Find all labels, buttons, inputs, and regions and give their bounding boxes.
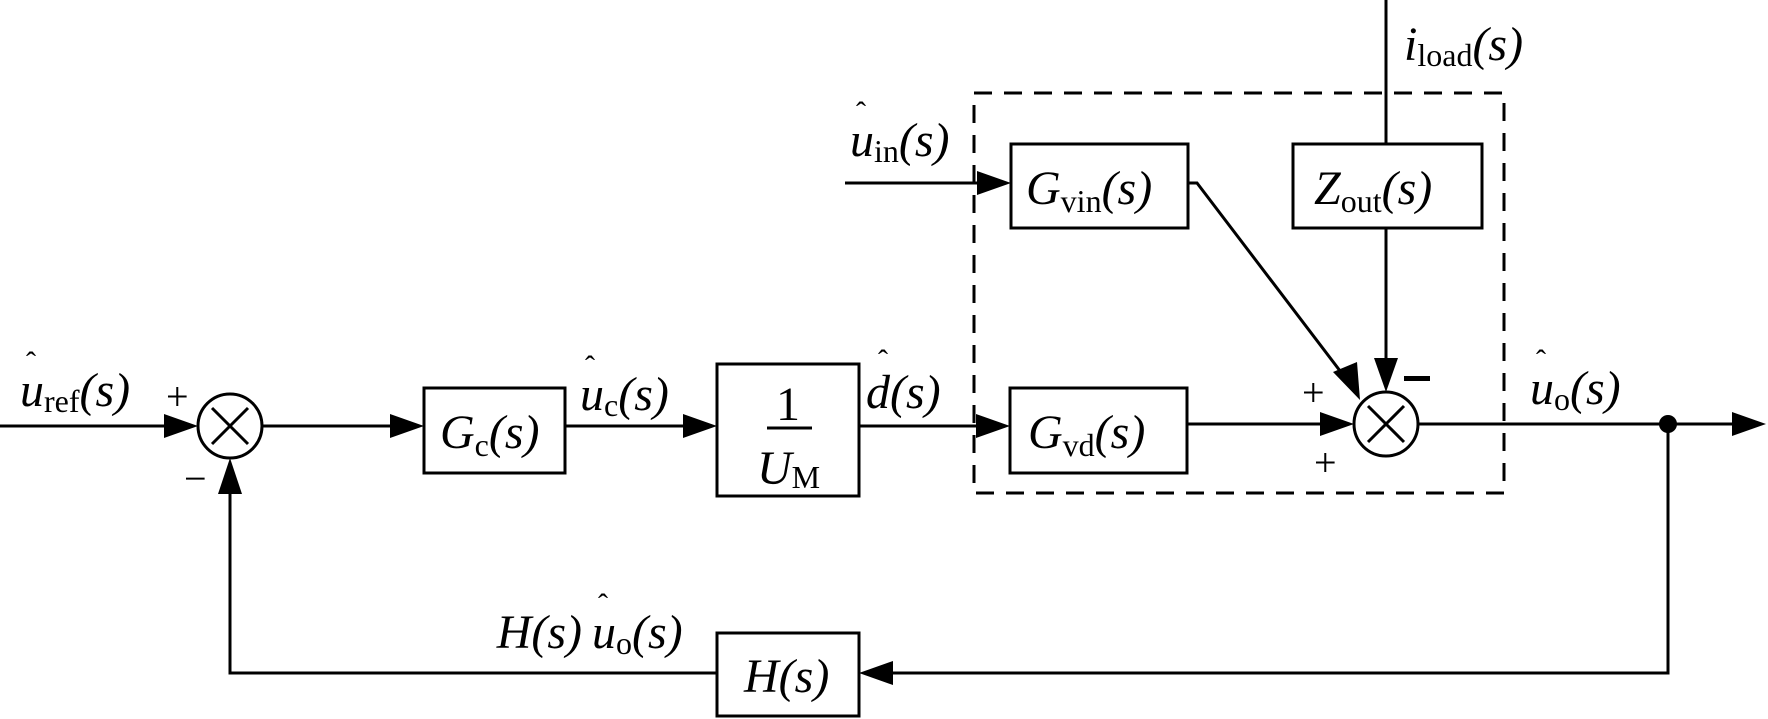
output-impedance-arg: (s): [1382, 162, 1433, 215]
arrowhead-zout-into-output-sum: [1374, 358, 1398, 392]
feedback-arg: (s): [632, 606, 683, 659]
arrowhead-gvin-into-output-sum: [1333, 362, 1360, 400]
control-hat: ˆ: [585, 350, 595, 383]
input-voltage-label: ˆ uin(s): [850, 80, 950, 169]
duty-symbol: d: [866, 366, 891, 419]
duty-hat: ˆ: [878, 344, 888, 377]
feedback-return-line: [880, 424, 1670, 675]
feedback-subscript: o: [616, 625, 632, 661]
feedback-signal-label-output: ˆ uo(s): [592, 572, 683, 661]
input-to-output-subscript: vin: [1061, 183, 1102, 219]
input-voltage-arg: (s): [899, 114, 950, 167]
sensor-arg: (s): [779, 650, 830, 703]
arrowhead-into-modulator: [683, 414, 717, 438]
sensor-symbol: H: [743, 650, 781, 703]
control-subscript: c: [604, 387, 618, 423]
reference-arg: (s): [80, 364, 131, 417]
reference-symbol: u: [20, 364, 44, 417]
arrowhead-into-error-sum: [164, 414, 198, 438]
compensator-subscript: c: [475, 427, 489, 463]
feedback-signal-label: H(s)ˆ: [482, 588, 582, 659]
duty-arg: (s): [890, 366, 941, 419]
arrowhead-into-error-sum-feedback: [218, 458, 242, 494]
output-arg: (s): [1570, 362, 1621, 415]
input-voltage-subscript: in: [874, 133, 899, 169]
feedback-symbol: u: [592, 606, 616, 659]
arrowhead-gvd-into-output-sum: [1320, 412, 1354, 436]
input-to-output-symbol: G: [1026, 162, 1061, 215]
reference-label: ˆ uref(s): [20, 330, 130, 419]
svg-text:H(s): H(s): [743, 650, 829, 703]
input-to-output-arg: (s): [1102, 162, 1153, 215]
arrowhead-into-compensator: [390, 414, 424, 438]
arrowhead-into-sensor: [859, 661, 893, 685]
feedback-signal-line: [228, 490, 717, 675]
reference-subscript: ref: [44, 383, 80, 419]
feedback-output-hat: ˆ: [598, 588, 608, 621]
output-sum-plus-sign-top: +: [1302, 370, 1325, 415]
arrowhead-into-control-to-output: [976, 414, 1010, 438]
svg-text:Gvd(s): Gvd(s): [1028, 406, 1145, 463]
output-subscript: o: [1554, 381, 1570, 417]
feedback-prefix: H(s): [496, 606, 582, 659]
output-hat: ˆ: [1536, 344, 1546, 377]
load-current-arg: (s): [1472, 18, 1523, 71]
load-current-label: iload(s): [1404, 18, 1523, 73]
output-sum-plus-sign-bottom: +: [1314, 440, 1337, 485]
input-voltage-hat: ˆ: [856, 96, 866, 129]
control-signal-label: ˆ uc(s): [580, 334, 669, 423]
compensator-arg: (s): [489, 406, 540, 459]
input-voltage-symbol: u: [850, 114, 874, 167]
reference-hat: ˆ: [26, 346, 36, 379]
control-symbol: u: [580, 368, 604, 421]
duty-signal-label: ˆ d(s): [866, 328, 941, 419]
control-arg: (s): [618, 368, 669, 421]
control-to-output-symbol: G: [1028, 406, 1063, 459]
svg-text:Gc(s): Gc(s): [440, 406, 540, 463]
control-to-output-block: Gvd(s): [1008, 386, 1189, 475]
error-summing-junction: [196, 392, 264, 460]
control-to-output-arg: (s): [1095, 406, 1146, 459]
input-to-output-block: Gvin(s): [1009, 142, 1190, 230]
control-to-output-subscript: vd: [1063, 427, 1095, 463]
output-sum-minus-sign: [1404, 376, 1430, 381]
svg-text:Zout(s): Zout(s): [1314, 162, 1432, 219]
svg-text:UM: UM: [757, 442, 820, 495]
modulator-symbol: U: [757, 442, 795, 495]
output-impedance-subscript: out: [1341, 183, 1382, 219]
modulator-subscript: M: [792, 459, 820, 495]
gvin-output-line: [1188, 181, 1352, 385]
arrowhead-output: [1732, 412, 1766, 436]
load-current-subscript: load: [1417, 37, 1472, 73]
compensator-block: Gc(s): [422, 386, 567, 475]
output-impedance-symbol: Z: [1314, 162, 1342, 215]
error-sum-plus-sign: +: [166, 374, 189, 419]
compensator-symbol: G: [440, 406, 475, 459]
sensor-block: H(s): [715, 631, 861, 718]
output-impedance-block: Zout(s): [1291, 142, 1484, 230]
load-current-symbol: i: [1404, 18, 1417, 71]
svg-text:Gvin(s): Gvin(s): [1026, 162, 1152, 219]
error-sum-minus-sign: −: [184, 456, 207, 501]
arrowhead-into-input-to-output: [977, 171, 1011, 195]
modulator-numerator: 1: [776, 378, 800, 431]
output-symbol: u: [1530, 362, 1554, 415]
plant-boundary: [972, 91, 1506, 495]
output-label: ˆ uo(s): [1530, 328, 1621, 417]
output-summing-junction: [1352, 390, 1420, 458]
modulator-block: 1 UM: [715, 362, 861, 498]
